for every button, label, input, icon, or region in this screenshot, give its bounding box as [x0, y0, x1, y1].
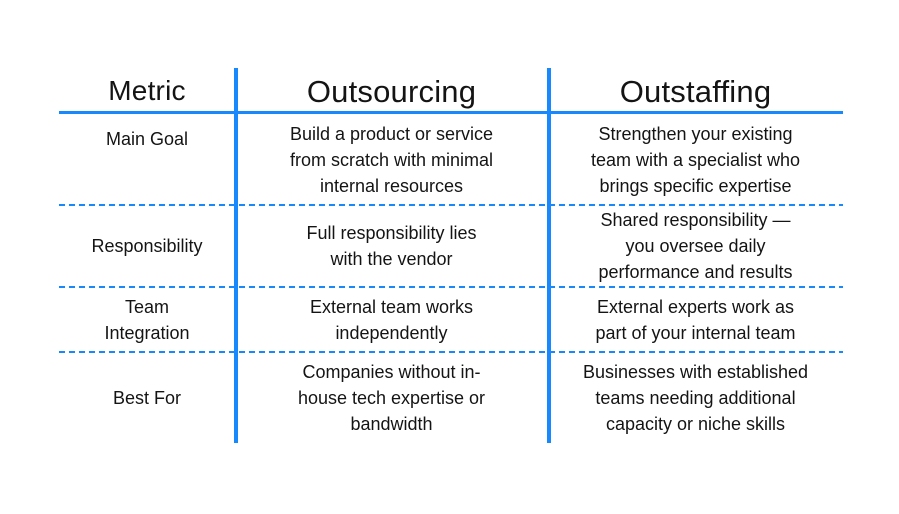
row-divider-3 [59, 351, 843, 353]
column-header-outsourcing: Outsourcing [306, 73, 477, 109]
outsourcing-cell-best-for: Companies without in- house tech experti… [297, 361, 486, 434]
outsourcing-cell-responsibility: Full responsibility lies with the vendor [306, 223, 477, 269]
table-grid: Metric Outsourcing Outstaffing Main Goal… [59, 68, 843, 443]
metric-label-team-integration: Team Integration [104, 296, 190, 343]
column-header-metric: Metric [108, 75, 186, 106]
outstaffing-cell-team-integration: External experts work as part of your in… [595, 296, 796, 343]
outstaffing-cell-responsibility: Shared responsibility — you oversee dail… [598, 210, 793, 282]
row-divider-1 [59, 204, 843, 206]
outstaffing-cell-main-goal: Strengthen your existing team with a spe… [590, 123, 801, 196]
column-header-outstaffing: Outstaffing [619, 73, 772, 109]
metric-label-responsibility: Responsibility [91, 236, 203, 256]
header-underline [59, 111, 843, 114]
outsourcing-cell-main-goal: Build a product or service from scratch … [289, 123, 494, 196]
outstaffing-cell-best-for: Businesses with established teams needin… [582, 361, 809, 434]
metric-label-best-for: Best For [112, 387, 182, 408]
metric-label-main-goal: Main Goal [105, 128, 189, 149]
column-divider-right [547, 68, 551, 443]
row-divider-2 [59, 286, 843, 288]
column-divider-left [234, 68, 238, 443]
outsourcing-cell-team-integration: External team works independently [309, 296, 474, 343]
